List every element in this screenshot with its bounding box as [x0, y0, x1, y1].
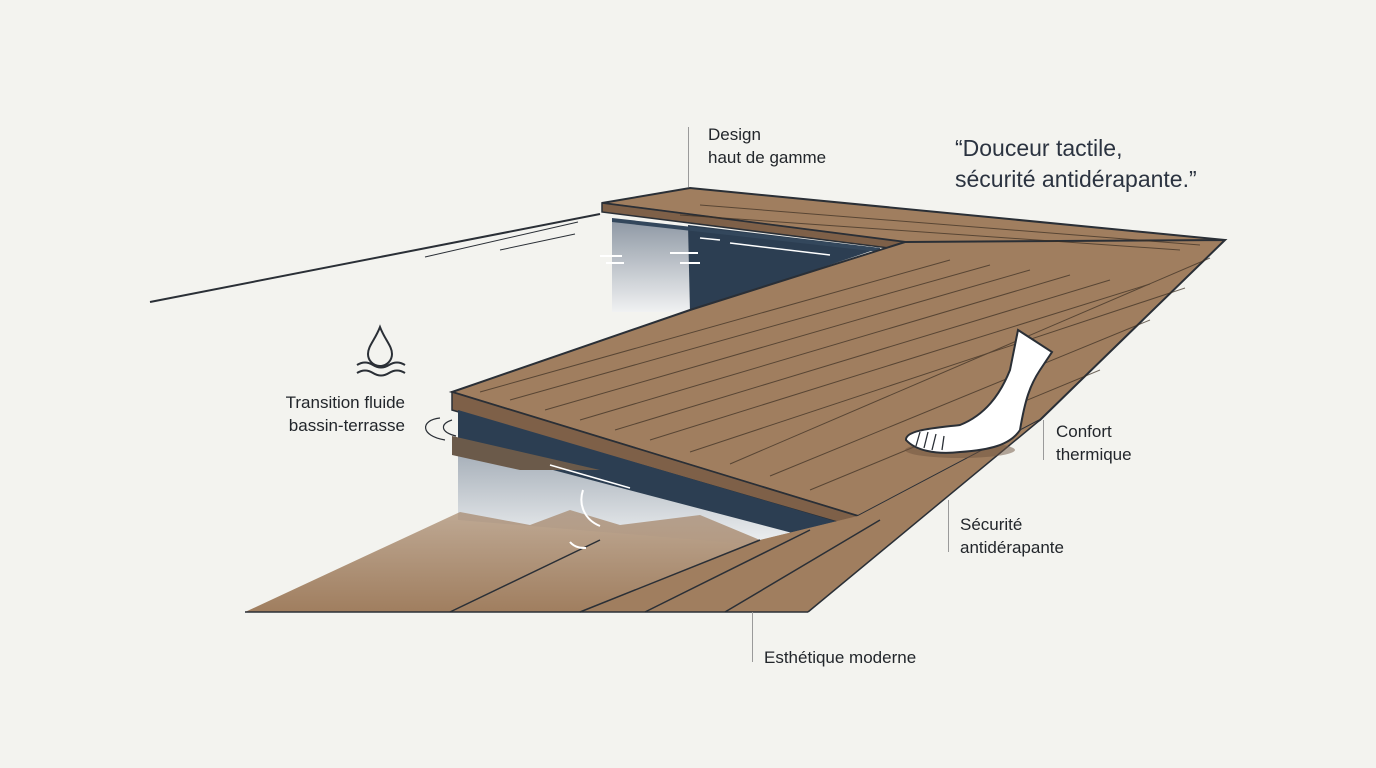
upper-water	[600, 218, 880, 312]
lower-deck	[245, 419, 1041, 613]
quote-line-1: “Douceur tactile,	[955, 135, 1123, 161]
label-securite: Sécurité antidérapante	[960, 513, 1064, 559]
pool-edge-lines	[149, 213, 601, 303]
label-transition-line2: bassin-terrasse	[288, 416, 405, 435]
headline-quote: “Douceur tactile, sécurité antidérapante…	[955, 133, 1197, 195]
label-confort: Confort thermique	[1056, 420, 1132, 466]
leader-design	[688, 127, 689, 187]
label-design-line2: haut de gamme	[708, 148, 827, 167]
label-design: Design haut de gamme	[708, 123, 826, 169]
water-drop-waves-icon	[356, 324, 406, 377]
quote-line-2: sécurité antidérapante.”	[955, 166, 1197, 192]
label-esthetique-line1: Esthétique moderne	[764, 648, 917, 667]
label-transition: Transition fluide bassin-terrasse	[263, 391, 405, 437]
foot-icon	[905, 328, 1054, 458]
main-deck	[448, 204, 1228, 529]
leader-confort	[1043, 420, 1044, 460]
lower-water	[452, 410, 858, 545]
transition-swoosh	[425, 417, 457, 441]
label-securite-line2: antidérapante	[960, 538, 1064, 557]
leader-esthetique	[752, 612, 753, 662]
label-esthetique: Esthétique moderne	[764, 646, 916, 669]
leader-securite	[948, 500, 949, 552]
label-design-line1: Design	[708, 125, 761, 144]
label-confort-line2: thermique	[1056, 445, 1132, 464]
label-transition-line1: Transition fluide	[285, 393, 405, 412]
label-confort-line1: Confort	[1056, 422, 1112, 441]
label-securite-line1: Sécurité	[960, 515, 1023, 534]
